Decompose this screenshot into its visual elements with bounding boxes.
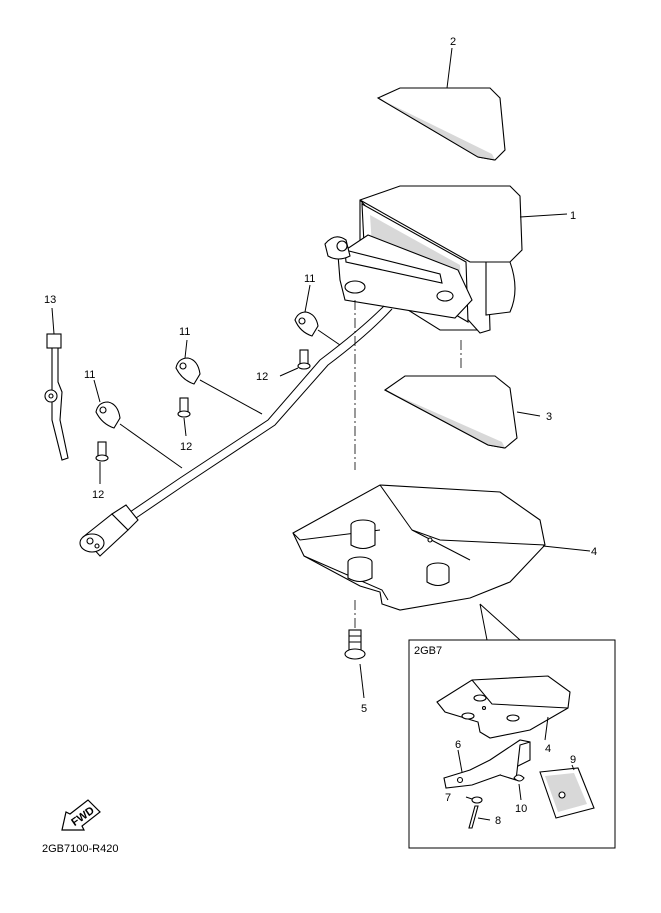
callout-12b: 12 — [180, 441, 192, 453]
callout-10: 10 — [515, 803, 527, 815]
clamp-11b — [175, 339, 263, 415]
callout-3: 3 — [546, 411, 552, 423]
part-13-cable-tie — [44, 307, 69, 461]
callout-11a: 11 — [304, 273, 315, 285]
callout-7: 7 — [445, 792, 451, 804]
callout-5: 5 — [361, 703, 367, 715]
clamp-11a — [294, 284, 341, 346]
drawing-code: 2GB7100-R420 — [42, 843, 118, 855]
callout-4: 4 — [591, 546, 597, 558]
callout-2: 2 — [450, 36, 456, 48]
part-3-pad — [383, 375, 541, 449]
callout-13: 13 — [44, 294, 56, 306]
callout-12a: 12 — [256, 371, 268, 383]
callout-12c: 12 — [92, 489, 104, 501]
callout-11c: 11 — [84, 369, 95, 381]
part-1-tail-light — [324, 185, 568, 334]
inset-title: 2GB7 — [414, 645, 442, 657]
inset-callout-4: 4 — [545, 743, 551, 755]
part-4-housing — [292, 484, 591, 611]
callout-8: 8 — [495, 815, 501, 827]
screw-12c — [95, 441, 109, 484]
callout-6: 6 — [455, 739, 461, 751]
callout-11b: 11 — [179, 326, 190, 338]
screw-12a — [279, 349, 311, 377]
inset-2gb7 — [408, 639, 616, 849]
callout-9: 9 — [570, 754, 576, 766]
screw-12b — [177, 397, 191, 437]
clamp-11c — [93, 379, 183, 469]
callout-1: 1 — [570, 210, 576, 222]
wire-harness — [79, 305, 393, 557]
part-5-bolt — [344, 600, 366, 699]
part-2-pad — [376, 47, 506, 161]
fwd-arrow-icon: FWD — [61, 799, 101, 831]
